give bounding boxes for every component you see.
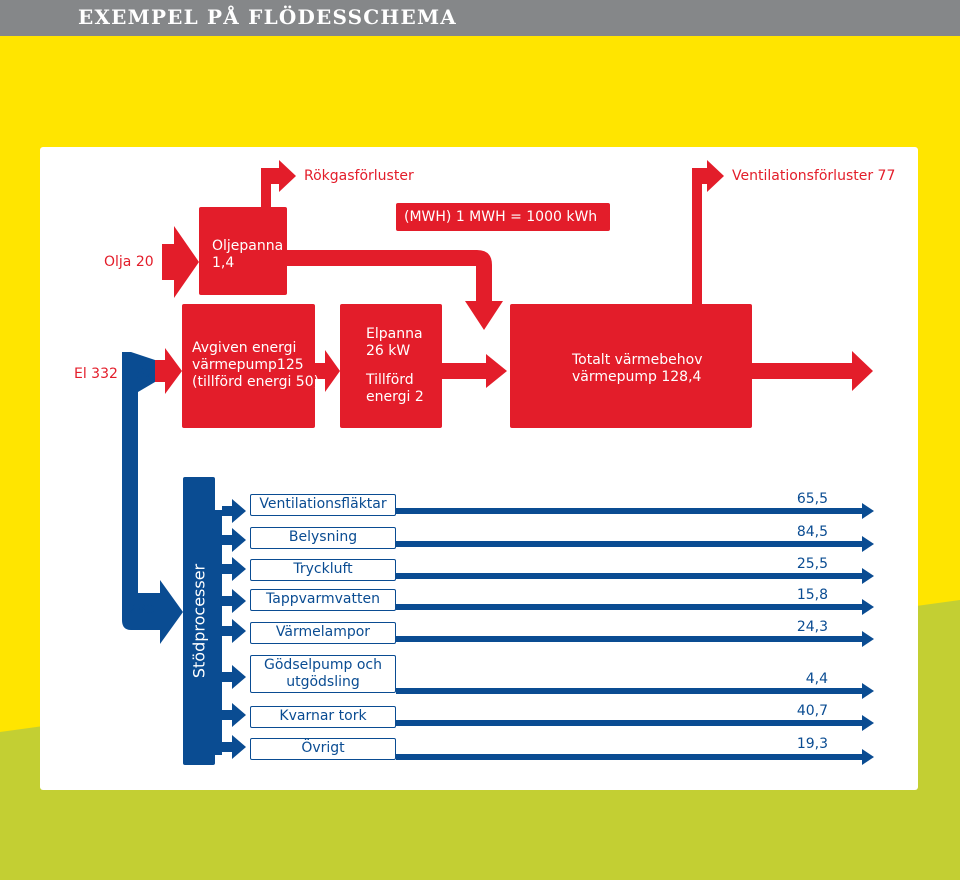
process-feed-arrows	[222, 499, 246, 759]
rokgas-label: Rökgasförluster	[304, 168, 414, 184]
process-value: 24,3	[796, 619, 828, 635]
process-box: Gödselpump och utgödsling	[250, 655, 396, 693]
process-output-arrows	[396, 503, 874, 765]
oljepanna-to-total-arrow	[287, 250, 503, 330]
process-box: Tappvarmvatten	[250, 589, 396, 611]
el-branch-52	[122, 352, 155, 392]
totalt-box	[510, 304, 752, 428]
process-value: 25,5	[796, 556, 828, 572]
process-box: Tryckluft	[250, 559, 396, 581]
process-box: Övrigt	[250, 738, 396, 760]
oljepanna-label: Oljepanna 1,4	[212, 238, 284, 271]
elpanna-label: Elpanna 26 kW	[366, 326, 423, 359]
unit-note-label: (MWH) 1 MWH = 1000 kWh	[404, 209, 598, 225]
el-main-flow	[122, 383, 183, 644]
header-bar: EXEMPEL PÅ FLÖDESSCHEMA	[0, 0, 960, 36]
branch-280-label: 280	[128, 602, 155, 618]
rokgas-arrow-head	[261, 160, 296, 192]
oljepanna-box	[199, 207, 287, 295]
process-value: 15,8	[796, 587, 828, 603]
unit-note-box	[396, 203, 610, 231]
process-box: Belysning	[250, 527, 396, 549]
process-value: 40,7	[796, 703, 828, 719]
process-box: Värmelampor	[250, 622, 396, 644]
el-branch-label: 52	[136, 366, 154, 382]
ventilation-loss-label: Ventilationsförluster 77	[732, 168, 896, 184]
ventilation-arrow-head	[692, 160, 724, 192]
distribution-bus	[215, 510, 222, 755]
olja-label: Olja 20	[104, 254, 154, 270]
olja-arrow	[162, 226, 199, 298]
process-value: 19,3	[796, 736, 828, 752]
process-value: 4,4	[805, 671, 828, 687]
process-value: 84,5	[796, 524, 828, 540]
avgiven-box	[182, 304, 315, 428]
el-to-avgiven-arrow	[155, 348, 182, 394]
process-value: 65,5	[796, 491, 828, 507]
tillford-label: Tillförd energi 2	[366, 372, 424, 405]
stodprocesser-label: Stödprocesser	[189, 563, 209, 679]
elpanna-to-total-arrow	[442, 354, 507, 388]
totalt-output-arrow	[752, 351, 873, 391]
el-label: El 332	[74, 366, 118, 382]
rokgas-exhaust-stem	[261, 173, 271, 207]
avgiven-label: Avgiven energi värmepump125 (tillförd en…	[192, 340, 320, 390]
totalt-label: Totalt värmebehov värmepump 128,4	[572, 352, 703, 385]
stodprocesser-bar: Stödprocesser	[183, 477, 215, 765]
ventilation-exhaust-stem	[692, 175, 702, 304]
process-box: Ventilationsfläktar	[250, 494, 396, 516]
page-title: EXEMPEL PÅ FLÖDESSCHEMA	[78, 5, 458, 29]
elpanna-box	[340, 304, 442, 428]
avgiven-to-elpanna-arrow	[315, 350, 340, 392]
process-box: Kvarnar tork	[250, 706, 396, 728]
